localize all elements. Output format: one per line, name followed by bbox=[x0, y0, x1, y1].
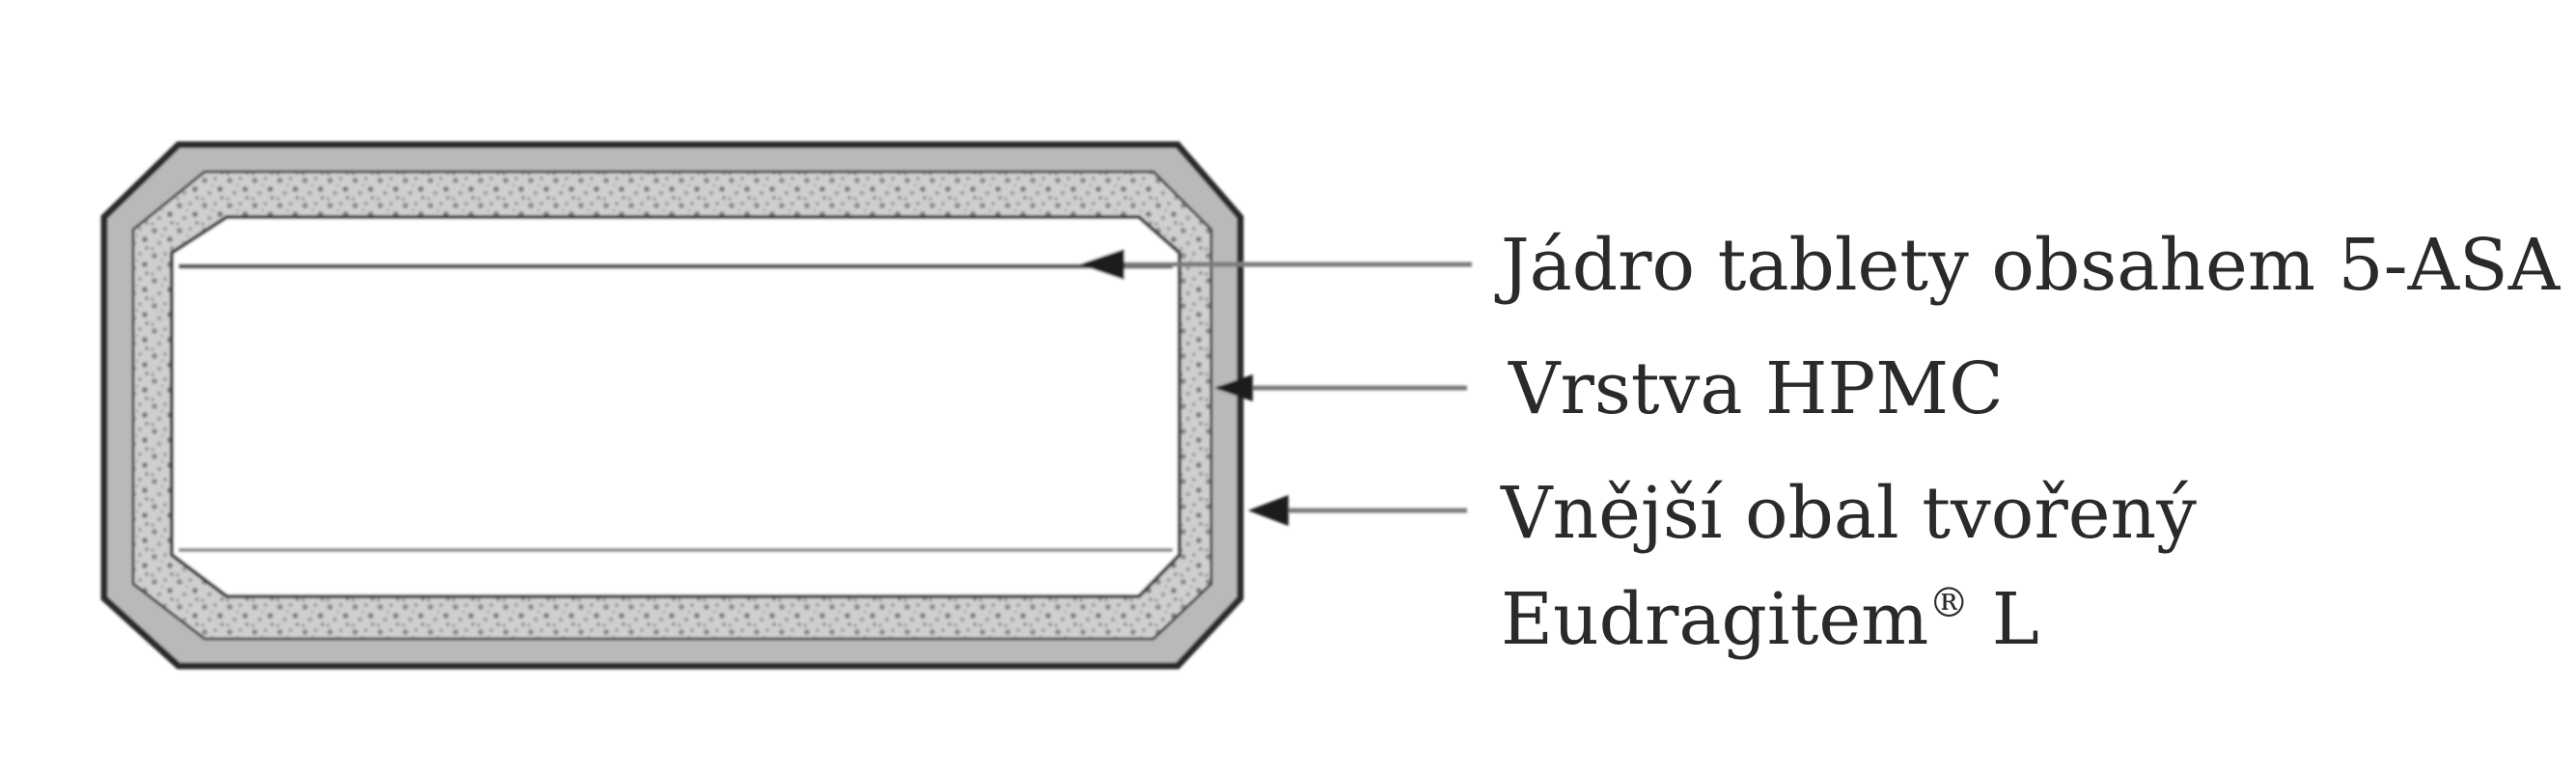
outer-coating-label-name: Eudragitem bbox=[1501, 578, 1928, 661]
core-arrow-icon bbox=[1079, 249, 1124, 280]
outer-coating-label-line2: Eudragitem® L bbox=[1501, 578, 2039, 661]
hpmc-label: Vrstva HPMC bbox=[1508, 347, 2004, 430]
hpmc-arrow-icon bbox=[1214, 374, 1253, 401]
registered-mark: ® bbox=[1928, 579, 1969, 626]
outer-coating-label-tail: L bbox=[1969, 578, 2039, 661]
outer-coating-label-line1: Vnější obal tvořený bbox=[1500, 472, 2197, 555]
tablet-core bbox=[170, 215, 1181, 598]
outer-coating-arrow-icon bbox=[1248, 495, 1288, 526]
core-label: Jádro tablety obsahem 5-ASA bbox=[1494, 224, 2562, 307]
